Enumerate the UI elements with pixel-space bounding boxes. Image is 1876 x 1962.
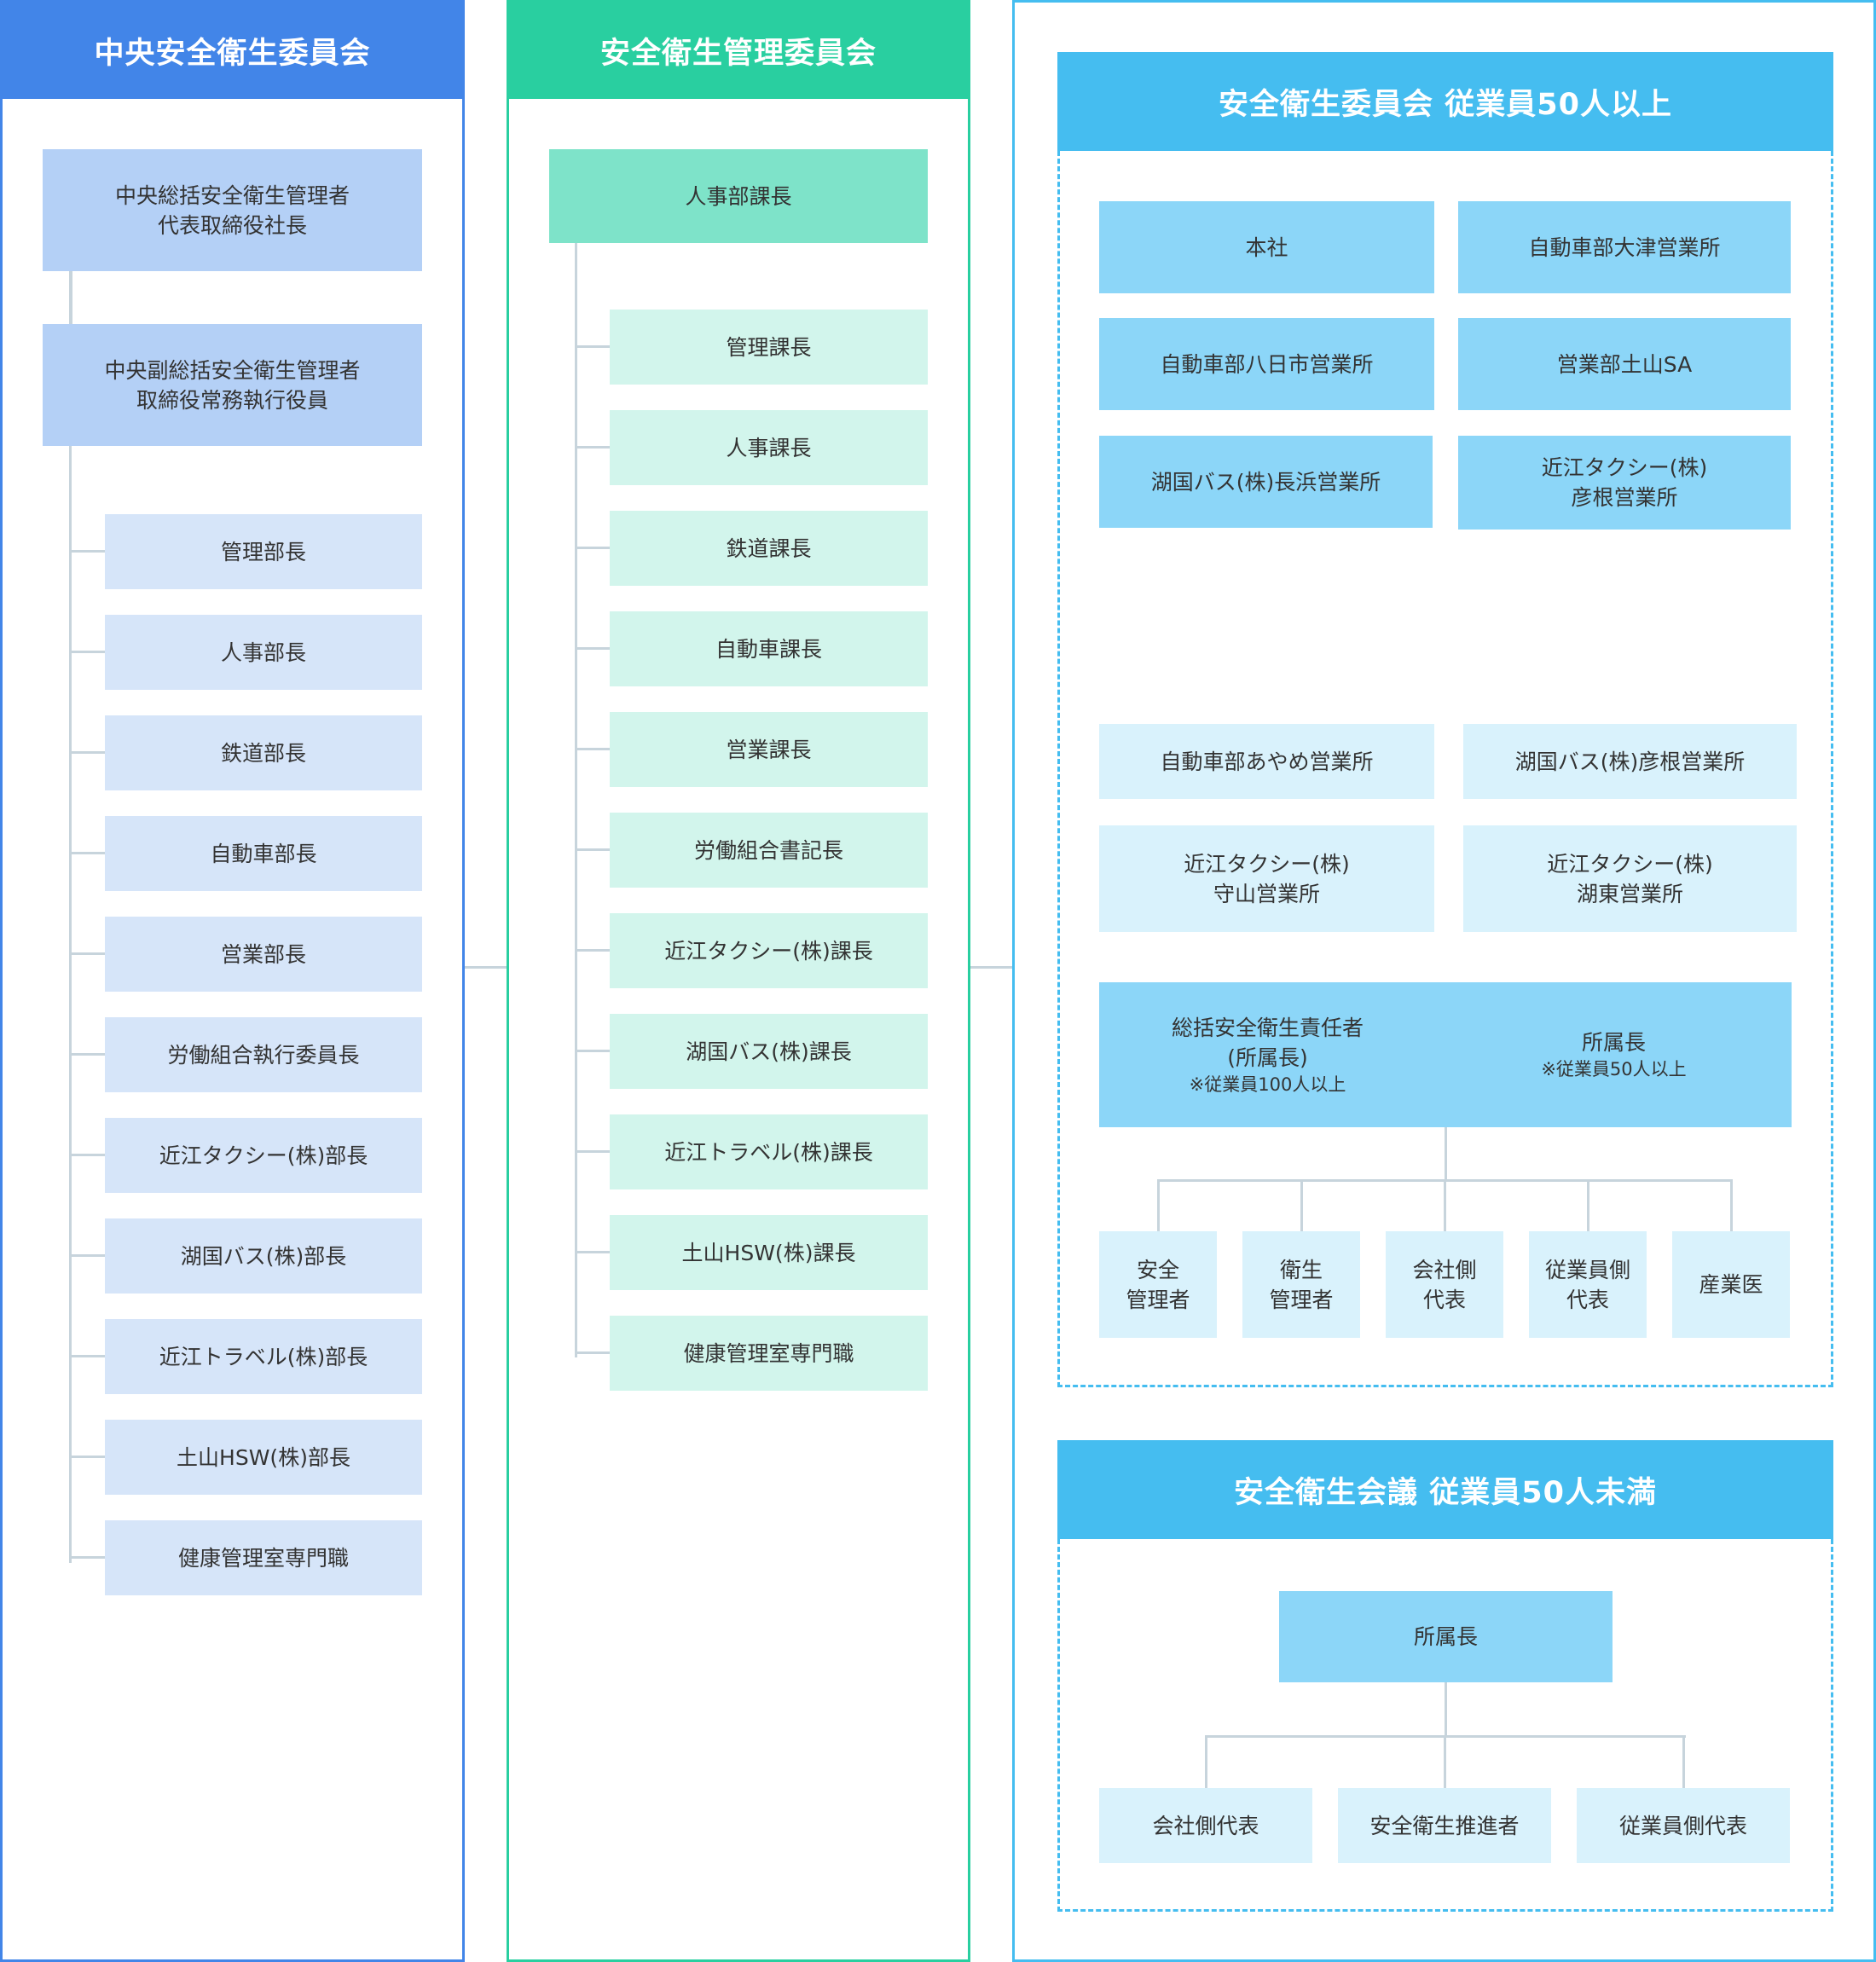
tree-branch: [1682, 1735, 1685, 1789]
tree-branch: [69, 751, 106, 754]
office-50-plus: 自動車部八日市営業所: [1099, 318, 1434, 410]
central-member: 近江トラベル(株)部長: [105, 1319, 422, 1394]
office-50-plus: 近江タクシー(株) 湖東営業所: [1463, 825, 1797, 932]
central-deputy-manager: 中央副総括安全衛生管理者 取締役常務執行役員: [43, 324, 422, 446]
tree-line: [69, 446, 72, 1563]
office-50-plus: 湖国バス(株)彦根営業所: [1463, 724, 1797, 799]
central-member: 鉄道部長: [105, 715, 422, 790]
office-50-plus: 近江タクシー(株) 彦根営業所: [1458, 436, 1791, 530]
management-member: 自動車課長: [610, 611, 928, 686]
central-member: 管理部長: [105, 514, 422, 589]
central-general-manager: 中央総括安全衛生管理者 代表取締役社長: [43, 149, 422, 271]
committee-member: 衛生 管理者: [1242, 1231, 1360, 1338]
central-member: 近江タクシー(株)部長: [105, 1118, 422, 1193]
tree-branch: [575, 949, 611, 952]
management-member: 人事課長: [610, 410, 928, 485]
committee-member: 従業員側 代表: [1529, 1231, 1647, 1338]
tree-branch: [575, 647, 611, 650]
management-member: 湖国バス(株)課長: [610, 1014, 928, 1089]
tree-branch: [69, 1053, 106, 1056]
tree-branch: [575, 547, 611, 549]
office-head-note: ※従業員50人以上: [1541, 1059, 1687, 1079]
central-committee-title: 中央安全衛生委員会: [3, 3, 462, 99]
management-member: 近江タクシー(株)課長: [610, 913, 928, 988]
tree-branch: [69, 1254, 106, 1257]
tree-branch: [1587, 1179, 1589, 1232]
management-member: 営業課長: [610, 712, 928, 787]
office-50-plus: 湖国バス(株)長浜営業所: [1099, 436, 1433, 528]
general-safety-officer: 総括安全衛生責任者 (所属長) ※従業員100人以上: [1099, 982, 1436, 1127]
central-member: 土山HSW(株)部長: [105, 1420, 422, 1495]
tree-branch: [1300, 1179, 1303, 1232]
section-under-50-frame: [1057, 1539, 1833, 1912]
tree-line: [1445, 1682, 1447, 1736]
committee-member: 安全 管理者: [1099, 1231, 1217, 1338]
office-50-plus: 自動車部あやめ営業所: [1099, 724, 1434, 799]
tree-branch: [575, 1050, 611, 1052]
office-50-plus: 近江タクシー(株) 守山営業所: [1099, 825, 1434, 932]
connector-col2-col3: [970, 966, 1014, 969]
section-50-plus-frame: [1057, 151, 1833, 1387]
central-member: 労働組合執行委員長: [105, 1017, 422, 1092]
small-office-head: 所属長: [1279, 1591, 1613, 1682]
tree-branch: [575, 1251, 611, 1253]
tree-branch: [69, 550, 106, 553]
section-under-50-title: 安全衛生会議 従業員50人未満: [1057, 1440, 1833, 1539]
tree-branch: [575, 748, 611, 750]
tree-branch: [69, 1456, 106, 1458]
tree-branch: [1444, 1179, 1446, 1232]
site-committees-column: 安全衛生委員会 従業員50人以上 総括安全衛生責任者 (所属長) ※従業員100…: [1012, 0, 1876, 1962]
central-committee-column: 中央安全衛生委員会 中央総括安全衛生管理者 代表取締役社長 中央副総括安全衛生管…: [0, 0, 465, 1962]
safety-management-committee-column: 安全衛生管理委員会 人事部課長 管理課長人事課長鉄道課長自動車課長営業課長労働組…: [507, 0, 970, 1962]
central-member: 営業部長: [105, 917, 422, 992]
tree-branch: [69, 952, 106, 955]
management-member: 労働組合書記長: [610, 813, 928, 888]
office-50-plus: 本社: [1099, 201, 1434, 293]
hr-section-chief: 人事部課長: [549, 149, 928, 243]
management-member: 近江トラベル(株)課長: [610, 1114, 928, 1189]
tree-branch: [575, 1150, 611, 1153]
central-member: 人事部長: [105, 615, 422, 690]
tree-branch: [69, 1154, 106, 1156]
meeting-member: 従業員側代表: [1577, 1788, 1790, 1863]
office-head-label: 所属長: [1581, 1030, 1646, 1055]
management-member: 健康管理室専門職: [610, 1316, 928, 1391]
tree-line: [575, 243, 577, 1357]
meeting-member: 会社側代表: [1099, 1788, 1312, 1863]
leader-box: 総括安全衛生責任者 (所属長) ※従業員100人以上 所属長 ※従業員50人以上: [1099, 982, 1792, 1127]
office-head: 所属長 ※従業員50人以上: [1436, 982, 1792, 1127]
tree-branch: [1730, 1179, 1733, 1232]
safety-management-committee-title: 安全衛生管理委員会: [509, 3, 968, 99]
committee-member: 会社側 代表: [1386, 1231, 1503, 1338]
management-member: 管理課長: [610, 310, 928, 385]
tree-line: [69, 271, 72, 327]
management-member: 鉄道課長: [610, 511, 928, 586]
tree-branch: [1444, 1735, 1446, 1789]
tree-branch: [575, 1351, 611, 1354]
tree-branch: [1205, 1735, 1207, 1789]
tree-branch: [69, 852, 106, 854]
general-safety-officer-note: ※従業員100人以上: [1189, 1074, 1346, 1095]
section-50-plus-title: 安全衛生委員会 従業員50人以上: [1057, 52, 1833, 151]
tree-line: [1445, 1127, 1447, 1180]
central-member: 健康管理室専門職: [105, 1520, 422, 1595]
tree-branch: [69, 1556, 106, 1559]
office-50-plus: 自動車部大津営業所: [1458, 201, 1791, 293]
tree-branch: [1157, 1179, 1160, 1232]
tree-branch: [69, 1355, 106, 1357]
tree-branch: [575, 345, 611, 348]
connector-col1-col2: [463, 966, 507, 969]
general-safety-officer-label: 総括安全衛生責任者 (所属長): [1171, 1015, 1364, 1070]
tree-branch: [575, 446, 611, 449]
tree-branch: [575, 848, 611, 851]
central-member: 自動車部長: [105, 816, 422, 891]
office-50-plus: 営業部土山SA: [1458, 318, 1791, 410]
meeting-member: 安全衛生推進者: [1338, 1788, 1551, 1863]
management-member: 土山HSW(株)課長: [610, 1215, 928, 1290]
tree-branch: [69, 651, 106, 653]
committee-member: 産業医: [1672, 1231, 1790, 1338]
central-member: 湖国バス(株)部長: [105, 1218, 422, 1294]
